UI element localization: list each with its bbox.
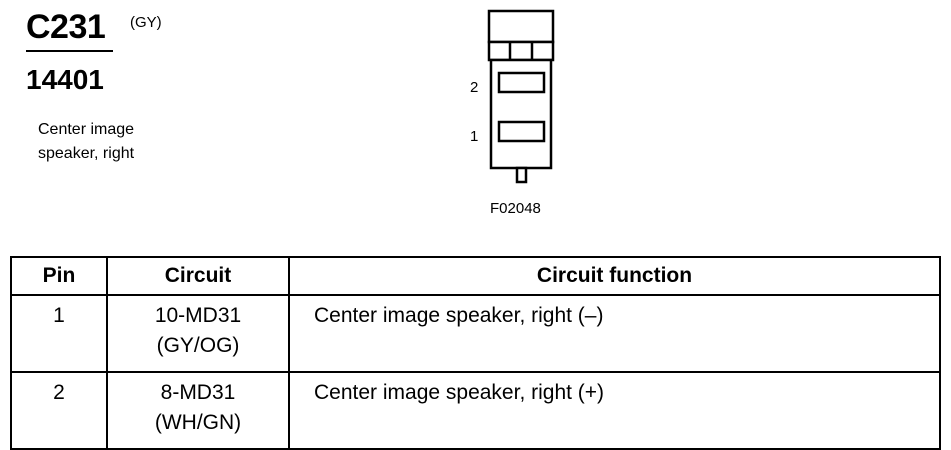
- pin-cavity-2: [497, 71, 546, 94]
- pin-cell: 1: [10, 294, 108, 373]
- connector-color-code: (GY): [130, 14, 162, 31]
- function-cell: Center image speaker, right (+): [288, 371, 941, 450]
- description-line: Center image: [38, 121, 135, 138]
- pin-cavity-1: [497, 120, 546, 143]
- pin-cell: 2: [10, 371, 108, 450]
- circuit-cell: 8-MD31 (WH/GN): [106, 371, 290, 450]
- connector-id-underline: [26, 50, 113, 52]
- circuit-color: (GY/OG): [156, 334, 240, 357]
- connector-key: [515, 166, 528, 184]
- circuit-number: 10-MD31: [154, 304, 242, 327]
- table-row: 1 10-MD31 (GY/OG) Center image speaker, …: [10, 294, 941, 373]
- description-line: speaker, right: [38, 145, 135, 162]
- figure-code: F02048: [490, 200, 541, 217]
- connector-latch-tabs: [487, 40, 555, 62]
- pin-label-1: 1: [470, 128, 478, 145]
- header-circuit-function: Circuit function: [288, 256, 941, 296]
- connector-id: C231: [26, 8, 106, 46]
- circuit-number: 8-MD31: [160, 381, 236, 404]
- circuit-color: (WH/GN): [154, 411, 242, 434]
- header-pin: Pin: [10, 256, 108, 296]
- circuit-cell: 10-MD31 (GY/OG): [106, 294, 290, 373]
- connector-description: Center image speaker, right: [38, 118, 178, 166]
- pin-label-2: 2: [470, 79, 478, 96]
- header-circuit: Circuit: [106, 256, 290, 296]
- pin-table: Pin Circuit Circuit function 1 10-MD31 (…: [10, 256, 941, 450]
- function-cell: Center image speaker, right (–): [288, 294, 941, 373]
- connector-latch: [487, 9, 555, 44]
- connector-face-diagram: 2 1: [470, 9, 555, 184]
- table-row: 2 8-MD31 (WH/GN) Center image speaker, r…: [10, 371, 941, 450]
- part-number: 14401: [26, 64, 104, 95]
- table-header-row: Pin Circuit Circuit function: [10, 256, 941, 296]
